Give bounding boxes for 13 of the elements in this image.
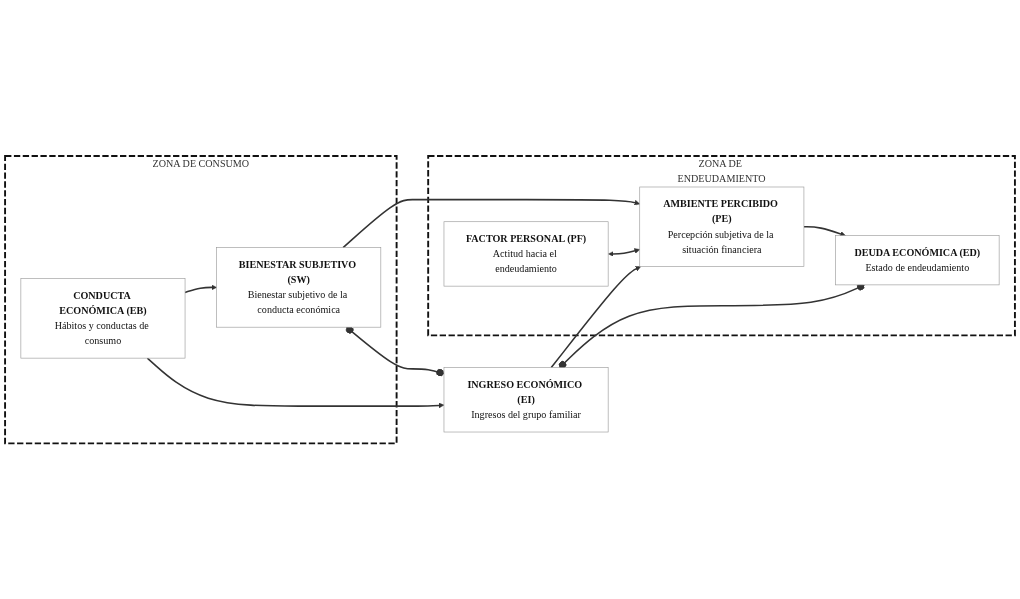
node-box: DEUDA ECONÓMICA (ED) Estado de endeudamiento	[835, 235, 1000, 285]
arrow	[342, 198, 640, 249]
node-box: FACTOR PERSONAL (PF) Actitud hacia el endeudamiento	[443, 221, 609, 287]
arrow	[184, 284, 217, 293]
connector	[345, 325, 445, 377]
arrow	[803, 225, 846, 237]
node-box: AMBIENTE PERCIBIDO (PE) Percepción subjetiva de la situación financiera	[639, 186, 805, 267]
node-box: INGRESO ECONÓMICO (EI) Ingresos del grupo familiar	[443, 367, 609, 433]
node-box: CONDUCTA ECONÓMICA (EB) Hábitos y conductas de consumo	[20, 278, 186, 359]
node-box: BIENESTAR SUBJETIVO (SW) Bienestar subjetivo de la conducta económica	[216, 247, 382, 328]
arrow	[608, 248, 640, 257]
arrow	[550, 266, 641, 369]
arrow	[146, 357, 445, 408]
